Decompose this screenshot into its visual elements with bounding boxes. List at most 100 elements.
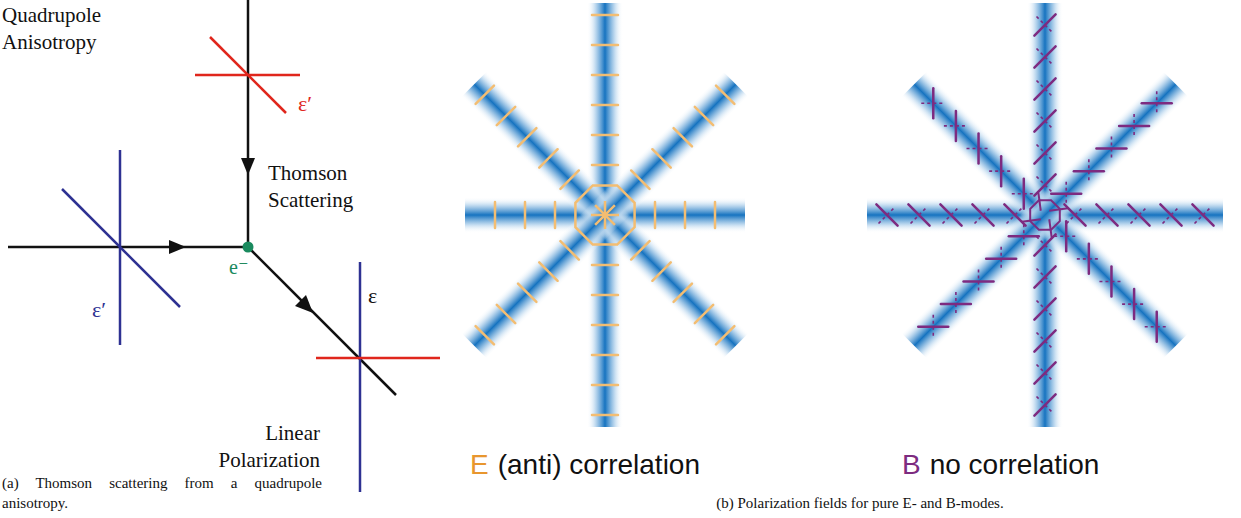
polarization-tick-dashed xyxy=(1037,49,1054,66)
label-holder: Quadrupole Anisotropy xyxy=(2,2,132,57)
polarization-tick-dashed xyxy=(1037,397,1054,414)
center-octagon xyxy=(575,185,634,244)
polarization-tick-dashed xyxy=(1054,235,1078,237)
arrowhead xyxy=(295,295,313,313)
field-arm xyxy=(901,71,1188,358)
mode-letter: B xyxy=(902,447,921,483)
polarization-tick xyxy=(631,170,649,188)
label-holder: (a) Thomson scattering from a quadrupole… xyxy=(2,474,322,513)
polarization-tick xyxy=(1034,78,1055,99)
polarization-tick-dashed xyxy=(1037,237,1054,254)
polarization-tick-dashed xyxy=(1088,159,1090,183)
polarization-tick xyxy=(592,264,618,267)
caption: (a) Thomson scattering from a quadrupole… xyxy=(2,474,322,513)
polarization-tick xyxy=(652,262,670,280)
polarization-tick xyxy=(518,128,536,146)
polarization-tick-dashed xyxy=(967,148,991,150)
polarization-line xyxy=(316,357,440,360)
polarization-tick xyxy=(476,326,494,344)
polarization-tick xyxy=(1034,110,1055,131)
label-holder: (b) Polarization fields for pure E- and … xyxy=(540,494,1180,514)
polarization-tick xyxy=(1034,394,1055,415)
polarization-tick xyxy=(1034,266,1055,287)
polarization-tick xyxy=(631,241,649,259)
polarization-tick xyxy=(524,202,527,228)
polarization-tick xyxy=(1192,204,1213,225)
center-tick xyxy=(1049,208,1068,211)
center-octagon xyxy=(1030,200,1060,230)
polarization-tick-dashed xyxy=(955,292,957,316)
label-holder: Linear Polarization xyxy=(185,420,320,475)
polarization-tick xyxy=(592,14,618,17)
label-holder: ε′ xyxy=(92,296,106,325)
polarization-tick-dashed xyxy=(1037,145,1054,162)
polarization-tick xyxy=(876,204,897,225)
polarization-tick xyxy=(972,204,993,225)
thomson-scattering-figure xyxy=(8,0,440,492)
b-mode-pattern xyxy=(867,3,1223,427)
polarization-tick-dashed xyxy=(1195,207,1212,224)
electron-dot xyxy=(243,242,254,253)
polarization-tick xyxy=(695,305,713,323)
polarization-tick-dashed xyxy=(1131,207,1148,224)
figure-label: Linear Polarization xyxy=(185,420,320,475)
polarization-tick xyxy=(592,414,618,417)
polarization-line xyxy=(62,189,180,307)
polarization-tick-dashed xyxy=(1111,137,1113,161)
polarization-tick-dashed xyxy=(943,207,960,224)
polarization-tick xyxy=(1034,362,1055,383)
polarization-tick-dashed xyxy=(975,207,992,224)
polarization-tick xyxy=(497,305,515,323)
polarization-tick-dashed xyxy=(1023,224,1025,248)
polarization-tick xyxy=(494,202,497,228)
polarization-tick xyxy=(560,170,578,188)
figure-label: Quadrupole Anisotropy xyxy=(2,2,132,57)
polarization-tick-dashed xyxy=(921,102,945,104)
photon-path xyxy=(248,247,396,395)
polarization-tick-dashed xyxy=(911,207,928,224)
polarization-tick xyxy=(716,86,734,104)
polarization-tick xyxy=(940,204,961,225)
polarization-tick xyxy=(1034,46,1055,67)
center-tick xyxy=(1038,192,1041,211)
polarization-tick xyxy=(714,202,717,228)
polarization-tick xyxy=(592,134,618,137)
polarization-tick xyxy=(684,202,687,228)
polarization-tick xyxy=(674,284,692,302)
polarization-tick xyxy=(592,354,618,357)
polarization-tick-dashed xyxy=(1163,207,1180,224)
polarization-tick xyxy=(592,294,618,297)
polarization-tick xyxy=(716,326,734,344)
field-arm xyxy=(465,197,745,233)
polarization-tick xyxy=(592,74,618,77)
polarization-tick-dashed xyxy=(1122,303,1146,305)
polarization-tick xyxy=(592,104,618,107)
photon-path xyxy=(247,0,250,247)
process-label: Thomson Scattering xyxy=(268,160,383,215)
mode-letter: E xyxy=(470,447,489,483)
polarization-tick xyxy=(1034,142,1055,163)
arrowhead xyxy=(241,158,255,175)
polarization-tick-dashed xyxy=(989,170,1013,172)
polarization-tick-dashed xyxy=(1037,17,1054,34)
polarization-tick xyxy=(1160,204,1181,225)
electron-label: e⁻ xyxy=(229,254,248,280)
polarization-tick-dashed xyxy=(1067,207,1084,224)
polarization-tick-dashed xyxy=(1037,365,1054,382)
polarization-tick xyxy=(592,384,618,387)
polarization-tick xyxy=(652,149,670,167)
polarization-tick xyxy=(695,107,713,125)
polarization-symbol: ε′ xyxy=(92,296,106,325)
polarization-tick-dashed xyxy=(1099,207,1116,224)
center-asterisk xyxy=(595,205,615,225)
label-holder: ε′ xyxy=(298,90,312,119)
polarization-tick-dashed xyxy=(1156,91,1158,115)
caption: (b) Polarization fields for pure E- and … xyxy=(540,494,1180,514)
polarization-symbol: ε′ xyxy=(298,90,312,119)
polarization-tick-dashed xyxy=(1000,247,1002,271)
polarization-tick-dashed xyxy=(879,207,896,224)
polarization-tick-dashed xyxy=(1077,258,1101,260)
label-holder: Thomson Scattering xyxy=(268,160,383,215)
polarization-tick xyxy=(654,202,657,228)
